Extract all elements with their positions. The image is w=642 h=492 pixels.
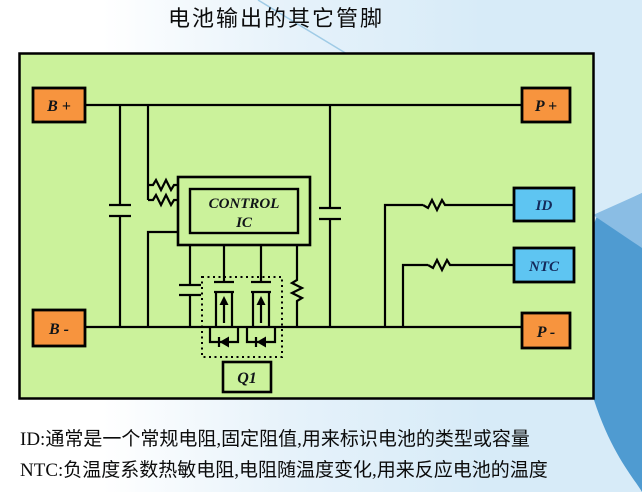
diagonal-line [257, 0, 353, 58]
p-minus-terminal [520, 311, 572, 350]
note-ntc: NTC:负温度系数热敏电阻,电阻随温度变化,用来反应电池的温度 [20, 460, 548, 481]
resistor-top-symbol [148, 177, 178, 193]
capacitor-left-symbol [109, 105, 131, 327]
swoosh-shape [579, 193, 642, 492]
id-terminal [512, 186, 576, 223]
diode2-triangle [256, 336, 266, 348]
control-ic-block: CONTROL IC [176, 175, 312, 247]
b-minus-label: B - [48, 321, 69, 338]
terminals: B + P + B - P - ID NTC [31, 86, 576, 350]
capacitor-right-symbol [319, 105, 341, 327]
symbol-fills [219, 296, 266, 348]
page-title: 电池输出的其它管脚 [168, 6, 385, 31]
mosfet2-gate-wire [251, 245, 271, 284]
p-plus-label: P + [534, 98, 557, 115]
note-id: ID:通常是一个常规电阻,固定阻值,用来标识电池的类型或容量 [20, 429, 530, 450]
q1-label: Q1 [237, 370, 257, 387]
id-label: ID [535, 198, 553, 214]
q1-block: Q1 [221, 360, 273, 394]
wires [85, 103, 522, 347]
resistor-bottom-symbol [148, 192, 178, 208]
ic-left-pin-wire [146, 230, 178, 327]
control-ic-label-line1: CONTROL [209, 196, 280, 212]
mosfet2-channel [251, 290, 271, 327]
control-ic-inner-box [188, 187, 300, 235]
mosfet1-gate-wire [214, 245, 234, 284]
b-plus-terminal [31, 86, 87, 124]
circuit-diagram: CONTROL IC Q1 B + P + B - P - ID NTC [18, 52, 595, 400]
b-plus-label: B + [46, 98, 71, 115]
control-ic-label-line2: IC [235, 215, 253, 231]
q1-box [221, 360, 273, 394]
mosfet-dashed-box [201, 276, 283, 358]
swoosh-highlight-shape [593, 193, 642, 248]
diode1-triangle [219, 336, 229, 348]
id-resistor-wire [383, 197, 514, 327]
mosfet2-arrowhead [256, 296, 266, 305]
capacitor-ic-pin-symbol [179, 245, 201, 327]
notes: ID:通常是一个常规电阻,固定阻值,用来标识电池的类型或容量 NTC:负温度系数… [20, 424, 635, 486]
b-minus-terminal [31, 308, 87, 348]
ntc-terminal [512, 246, 576, 284]
ntc-label: NTC [528, 259, 560, 275]
ntc-resistor-wire [401, 257, 514, 327]
resistor-vertical-symbol [289, 245, 305, 327]
p-plus-terminal [520, 86, 572, 124]
mosfet1-channel [214, 290, 234, 327]
mosfet1-arrowhead [219, 296, 229, 305]
p-minus-label: P - [536, 324, 556, 341]
